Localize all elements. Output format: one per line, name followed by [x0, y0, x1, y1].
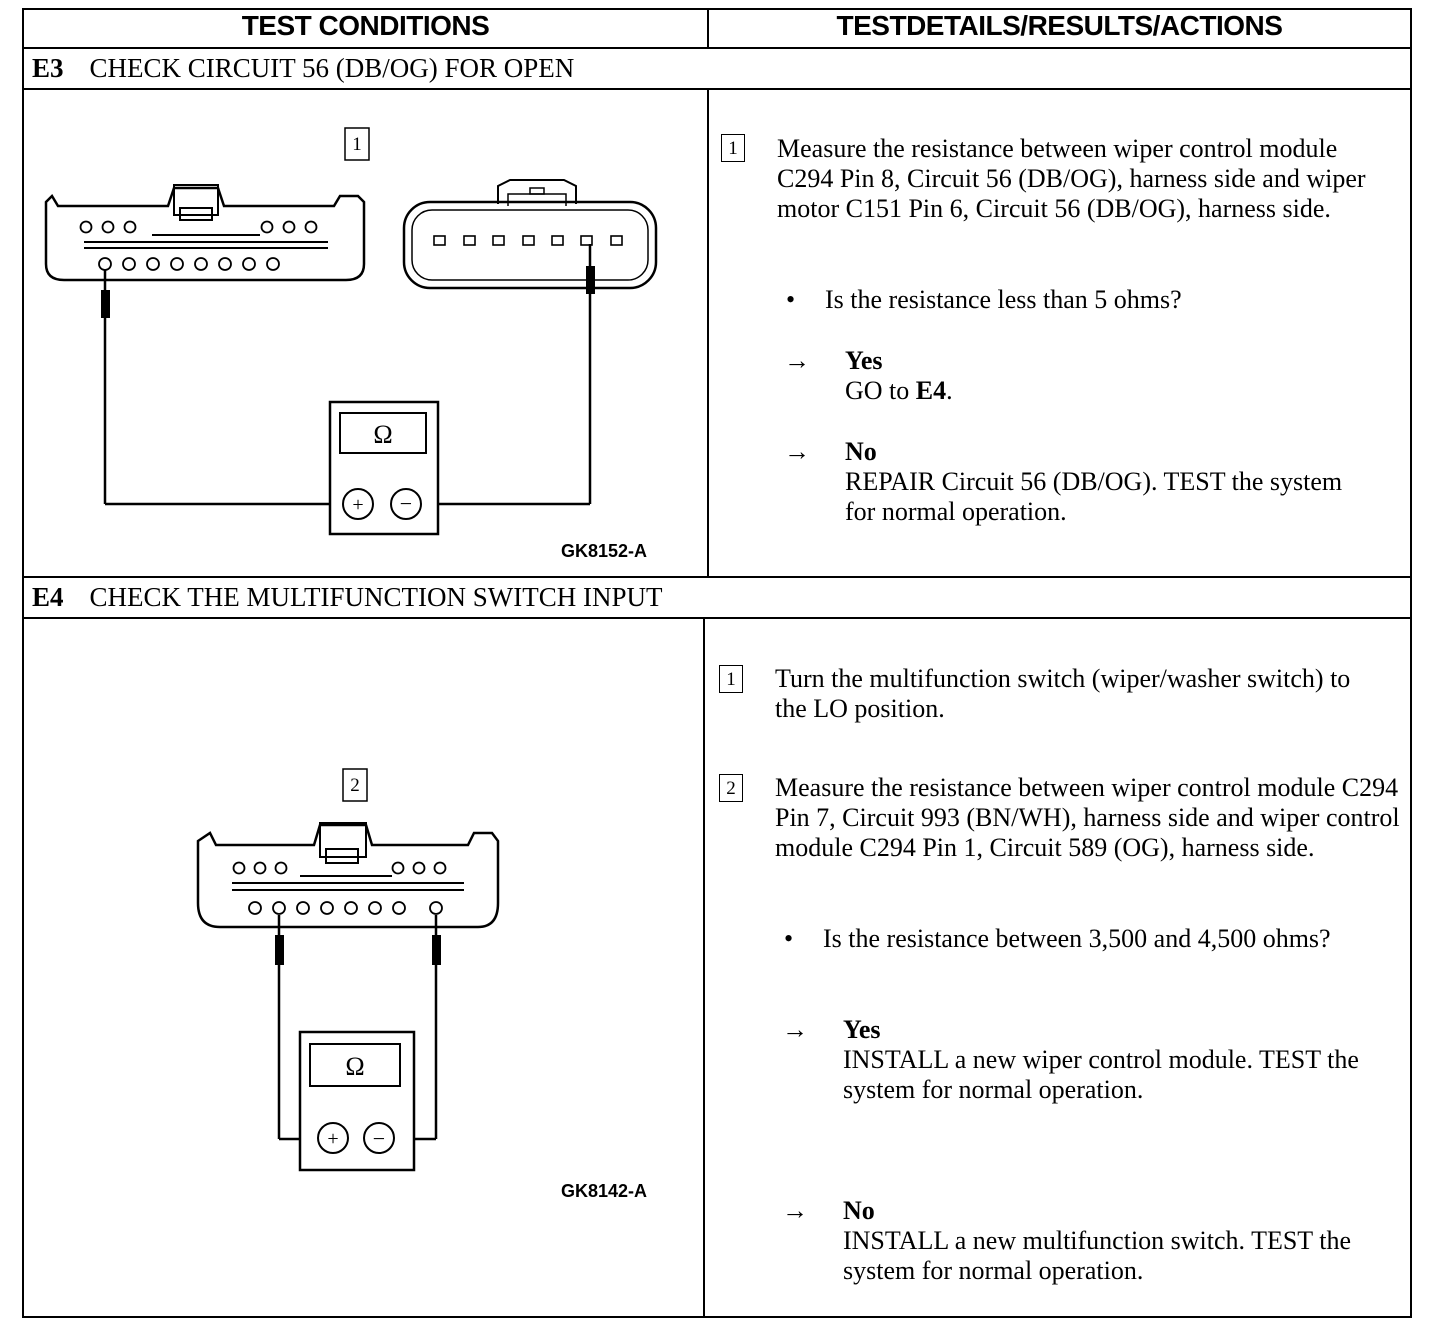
e3-ohm-symbol: Ω — [373, 420, 392, 449]
e3-figure-step-number: 1 — [352, 134, 362, 155]
column-divider-e4 — [703, 617, 705, 1317]
e4-no-action: INSTALL a new multifunction switch. TEST… — [843, 1226, 1351, 1285]
e3-no-arrow: → — [784, 437, 810, 466]
e3-bottom-divider — [22, 576, 1412, 578]
c151-connector-icon — [402, 179, 658, 290]
e4-yes-action: INSTALL a new wiper control module. TEST… — [843, 1045, 1359, 1104]
e4-step1-number: 1 — [719, 665, 743, 693]
e3-step1-number: 1 — [721, 134, 745, 162]
e3-step1-text: Measure the resistance between wiper con… — [777, 134, 1366, 223]
c294-connector-icon — [44, 184, 366, 282]
e3-question: Is the resistance less than 5 ohms? — [825, 285, 1182, 314]
e3-yes-answer: Yes GO to E4. — [845, 346, 1385, 406]
header-test-details: TESTDETAILS/RESULTS/ACTIONS — [836, 10, 1283, 41]
e4-left-probe — [275, 935, 284, 965]
e3-no-label: No — [845, 437, 877, 466]
e4-ohmmeter-icon: + − — [298, 1030, 416, 1172]
e3-yes-arrow: → — [784, 346, 810, 375]
table-border-top — [22, 8, 1412, 10]
e4-no-label: No — [843, 1196, 875, 1225]
e4-step2-number: 2 — [719, 774, 743, 802]
e4-no-arrow: → — [782, 1196, 808, 1225]
e3-yes-action-link[interactable]: E4 — [915, 376, 947, 405]
e3-yes-action-post: . — [946, 376, 953, 405]
e4-right-probe — [432, 935, 441, 965]
e4-title-divider — [22, 617, 1412, 619]
e3-bullet: • — [786, 285, 796, 314]
e4-yes-label: Yes — [843, 1015, 881, 1044]
e3-wiring-diagram: 1 — [44, 127, 658, 536]
e3-step-id: E3 — [32, 53, 64, 83]
e3-no-answer: No REPAIR Circuit 56 (DB/OG). TEST the s… — [845, 437, 1365, 527]
e4-figure-step-number: 2 — [350, 775, 360, 796]
e3-title-text: CHECK CIRCUIT 56 (DB/OG) FOR OPEN — [89, 53, 575, 83]
e3-title-divider — [22, 88, 1412, 90]
e4-step2-text: Measure the resistance between wiper con… — [775, 773, 1400, 862]
e4-yes-arrow: → — [782, 1015, 808, 1044]
e3-yes-label: Yes — [845, 346, 883, 375]
e4-c294-connector-icon — [196, 822, 500, 929]
e4-step-id: E4 — [32, 582, 64, 612]
e3-no-action: REPAIR Circuit 56 (DB/OG). TEST the syst… — [845, 467, 1343, 526]
e3-figure-label: GK8152-A — [561, 541, 648, 561]
e4-title-text: CHECK THE MULTIFUNCTION SWITCH INPUT — [89, 582, 663, 612]
e3-section-title: E3 CHECK CIRCUIT 56 (DB/OG) FOR OPEN — [32, 53, 574, 84]
e4-yes-answer: Yes INSTALL a new wiper control module. … — [843, 1015, 1363, 1105]
e4-wiring-diagram: 2 + − Ω — [196, 768, 500, 1172]
e4-question: Is the resistance between 3,500 and 4,50… — [823, 924, 1331, 953]
e4-section-title: E4 CHECK THE MULTIFUNCTION SWITCH INPUT — [32, 582, 663, 613]
svg-text:−: − — [373, 1126, 385, 1151]
table-border-left — [22, 8, 24, 1318]
column-divider-e3 — [707, 88, 709, 577]
header-divider — [22, 47, 1412, 49]
e3-yes-action-pre: GO to — [845, 376, 916, 405]
e3-right-probe — [586, 266, 595, 294]
table-border-right — [1410, 8, 1412, 1318]
e4-step1-text: Turn the multifunction switch (wiper/was… — [775, 664, 1351, 723]
e4-bullet: • — [784, 924, 794, 953]
e4-figure-label: GK8142-A — [561, 1181, 648, 1201]
svg-text:+: + — [327, 1128, 338, 1150]
e3-ohmmeter-icon: + − — [328, 400, 440, 536]
e4-ohm-symbol: Ω — [345, 1052, 364, 1081]
e3-left-probe — [101, 290, 110, 318]
e4-no-answer: No INSTALL a new multifunction switch. T… — [843, 1196, 1363, 1286]
svg-text:−: − — [400, 491, 412, 516]
column-divider-header — [707, 8, 709, 48]
table-border-bottom — [22, 1316, 1412, 1318]
header-test-conditions: TEST CONDITIONS — [241, 10, 490, 41]
svg-text:+: + — [352, 494, 363, 516]
